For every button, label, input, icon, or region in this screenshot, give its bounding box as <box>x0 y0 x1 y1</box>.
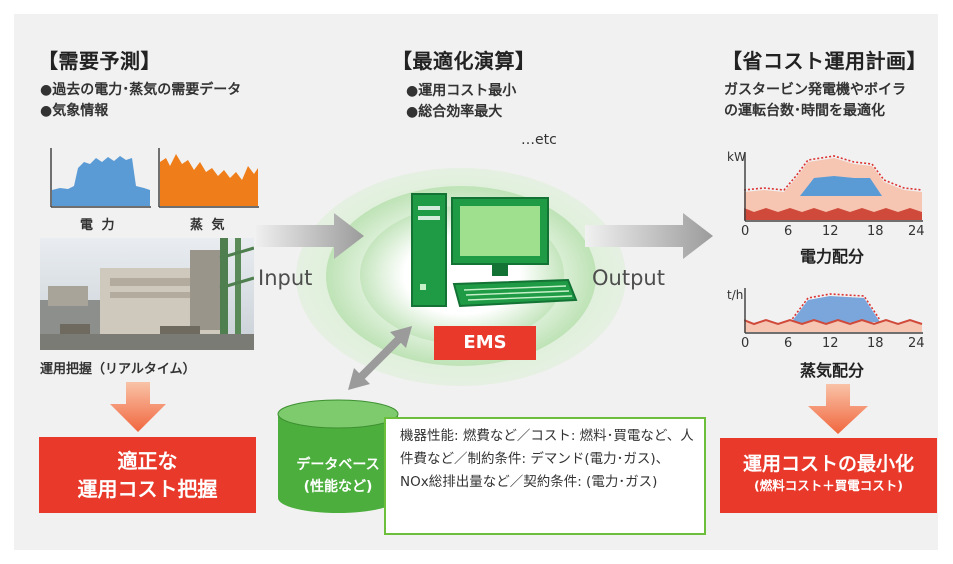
power-demand-area <box>52 156 150 206</box>
input-label: Input <box>258 266 313 290</box>
cost-minimization-box: 運用コストの最小化 (燃料コスト＋買電コスト) <box>720 438 937 513</box>
steam-chart-ylabel: t/h <box>727 288 744 302</box>
photo-caption: 運用把握（リアルタイム） <box>40 362 196 377</box>
steam-tick-12: 12 <box>822 336 839 351</box>
steam-demand-chart <box>158 148 259 208</box>
steam-tick-18: 18 <box>867 336 884 351</box>
steam-chart-title: 蒸気配分 <box>800 361 865 380</box>
steam-demand-label: 蒸 気 <box>190 218 227 233</box>
database-label-line2: (性能など) <box>303 479 373 495</box>
cost-plan-heading: 【省コスト運用計画】 <box>722 49 927 73</box>
etc-label: …etc <box>521 132 557 148</box>
steam-chart-demand-line <box>789 293 881 323</box>
power-tick-18: 18 <box>867 224 884 239</box>
steam-tick-24: 24 <box>908 336 925 351</box>
steam-tick-6: 6 <box>784 336 793 351</box>
steam-demand-area <box>160 154 258 206</box>
power-tick-12: 12 <box>822 224 839 239</box>
steam-allocation-chart <box>744 288 923 334</box>
input-arrow <box>256 213 364 259</box>
output-arrow <box>585 213 713 259</box>
power-demand-label: 電 力 <box>80 218 117 233</box>
demand-forecast-heading: 【需要予測】 <box>38 49 161 73</box>
power-tick-24: 24 <box>908 224 925 239</box>
ems-label-box: EMS <box>434 326 536 360</box>
cost-minimization-subtitle: (燃料コスト＋買電コスト) <box>754 478 903 493</box>
left-down-arrow <box>110 382 166 432</box>
steam-tick-0: 0 <box>741 336 750 351</box>
steam-chart-blue-area <box>790 296 880 324</box>
cost-plan-subtitle-line2: の運転台数･時間を最適化 <box>724 103 885 119</box>
database-icon <box>277 399 399 513</box>
steam-chart-red-line <box>744 318 923 326</box>
right-down-arrow <box>808 384 868 434</box>
power-chart-title: 電力配分 <box>800 247 865 266</box>
power-chart-demand-line <box>744 155 923 191</box>
demand-bullet-weather: ●気象情報 <box>40 103 109 119</box>
output-label: Output <box>592 266 665 290</box>
power-tick-0: 0 <box>741 224 750 239</box>
optimization-bullet-cost: ●運用コスト最小 <box>406 83 517 99</box>
power-chart-ylabel: kW <box>727 150 746 164</box>
cost-assessment-box: 適正な 運用コスト把握 <box>39 437 256 513</box>
cost-minimization-title: 運用コストの最小化 <box>742 453 914 475</box>
power-allocation-chart <box>744 152 923 222</box>
cost-assessment-line2: 運用コスト把握 <box>77 477 218 501</box>
plant-photo <box>40 238 254 350</box>
db-link-arrow <box>348 326 412 390</box>
cost-plan-subtitle-line1: ガスタービン発電機やボイラ <box>724 82 906 98</box>
cost-assessment-line1: 適正な <box>117 449 178 473</box>
power-tick-6: 6 <box>784 224 793 239</box>
power-chart-red-area <box>744 208 922 220</box>
optimization-bullet-efficiency: ●総合効率最大 <box>406 104 503 120</box>
power-demand-chart <box>50 148 151 208</box>
database-description: 機器性能: 燃費など／コスト: 燃料･買電など、人件費など／制約条件: デマンド… <box>384 417 706 535</box>
optimization-heading: 【最適化演算】 <box>392 49 536 73</box>
demand-bullet-history: ●過去の電力･蒸気の需要データ <box>40 82 242 98</box>
computer-icon <box>411 193 578 308</box>
database-label: データベース (性能など) <box>282 454 394 498</box>
database-label-line1: データベース <box>296 457 380 473</box>
power-chart-blue-area <box>800 176 882 196</box>
